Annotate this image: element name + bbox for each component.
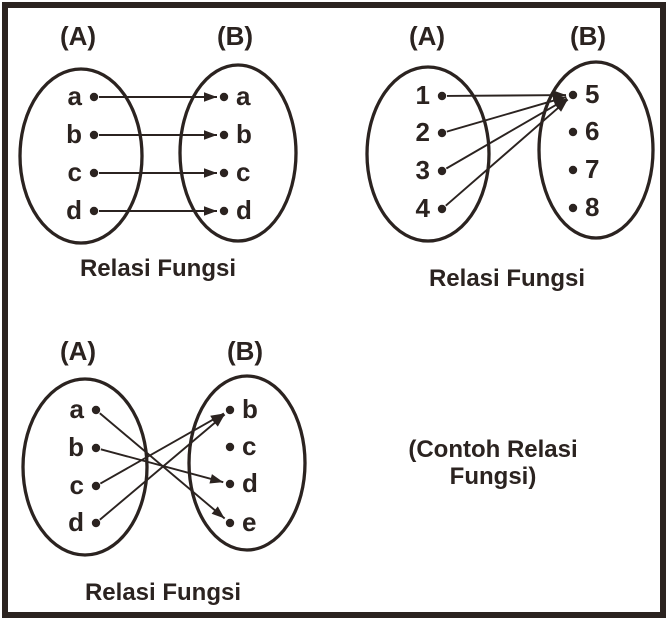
set-a-label: (A) [409, 21, 445, 51]
diagram-caption: Relasi Fungsi [429, 265, 585, 292]
mapping-arrow [99, 412, 225, 485]
element-label: 4 [416, 193, 431, 223]
element-label: b [68, 432, 84, 462]
element-dot [568, 127, 578, 137]
set-a-label: (A) [60, 336, 96, 366]
diagram-nodes: 1 2 3 4 5 6 7 8 [416, 79, 600, 223]
element-label: e [242, 507, 256, 537]
set-b-ellipse [187, 374, 307, 552]
element-dot [568, 90, 578, 100]
set-b-label: (B) [217, 21, 253, 51]
element-dot [437, 91, 447, 101]
element-label: d [66, 195, 82, 225]
set-b-label: (B) [227, 336, 263, 366]
mapping-arrow [446, 90, 567, 100]
element-dot [437, 128, 447, 138]
mapping-arrow [445, 98, 569, 207]
element-label: c [242, 431, 256, 461]
note-text: (Contoh Relasi Fungsi) [408, 436, 578, 490]
element-label: c [70, 470, 84, 500]
element-dot [437, 204, 447, 214]
element-dot [89, 206, 99, 216]
element-label: c [236, 157, 250, 187]
element-label: 3 [416, 155, 430, 185]
set-a-label: (A) [60, 21, 96, 51]
outer-frame [2, 2, 666, 618]
element-label: a [70, 394, 85, 424]
element-dot [219, 92, 229, 102]
element-dot [219, 168, 229, 178]
set-a-ellipse [21, 377, 149, 557]
element-label: b [66, 119, 82, 149]
element-label: a [236, 81, 251, 111]
element-label: 7 [585, 154, 599, 184]
element-dot [91, 481, 101, 491]
element-label: 1 [416, 80, 430, 110]
element-dot [225, 479, 235, 489]
element-label: d [68, 507, 84, 537]
set-b-label: (B) [570, 21, 606, 51]
element-dot [91, 518, 101, 528]
element-label: 5 [585, 79, 599, 109]
diagram-caption: Relasi Fungsi [85, 579, 241, 606]
element-dot [91, 443, 101, 453]
diagram-caption: Relasi Fungsi [80, 255, 236, 282]
element-label: d [242, 468, 258, 498]
element-dot [219, 130, 229, 140]
element-dot [225, 405, 235, 415]
element-dot [437, 166, 447, 176]
element-label: d [236, 195, 252, 225]
element-label: 6 [585, 116, 599, 146]
element-dot [219, 206, 229, 216]
mapping-arrow [99, 413, 226, 521]
element-label: b [242, 394, 258, 424]
element-dot [568, 165, 578, 175]
element-label: c [68, 157, 82, 187]
element-label: a [68, 81, 83, 111]
set-a-ellipse [365, 65, 491, 243]
element-dot [568, 203, 578, 213]
set-b-ellipse [178, 63, 298, 243]
mapping-arrow [445, 97, 568, 170]
venn-diagram-top-right: (A) (B) 1 2 3 4 5 6 7 8 Relasi Fungsi [365, 21, 655, 292]
element-dot [225, 442, 235, 452]
mapping-arrow [100, 448, 224, 484]
element-dot [225, 518, 235, 528]
mapping-arrow [446, 95, 567, 133]
element-label: b [236, 119, 252, 149]
element-label: 2 [416, 117, 430, 147]
set-a-ellipse [18, 67, 144, 245]
element-dot [89, 130, 99, 140]
set-b-ellipse [537, 60, 655, 240]
element-label: 8 [585, 192, 599, 222]
element-dot [91, 405, 101, 415]
element-dot [89, 92, 99, 102]
element-dot [89, 168, 99, 178]
